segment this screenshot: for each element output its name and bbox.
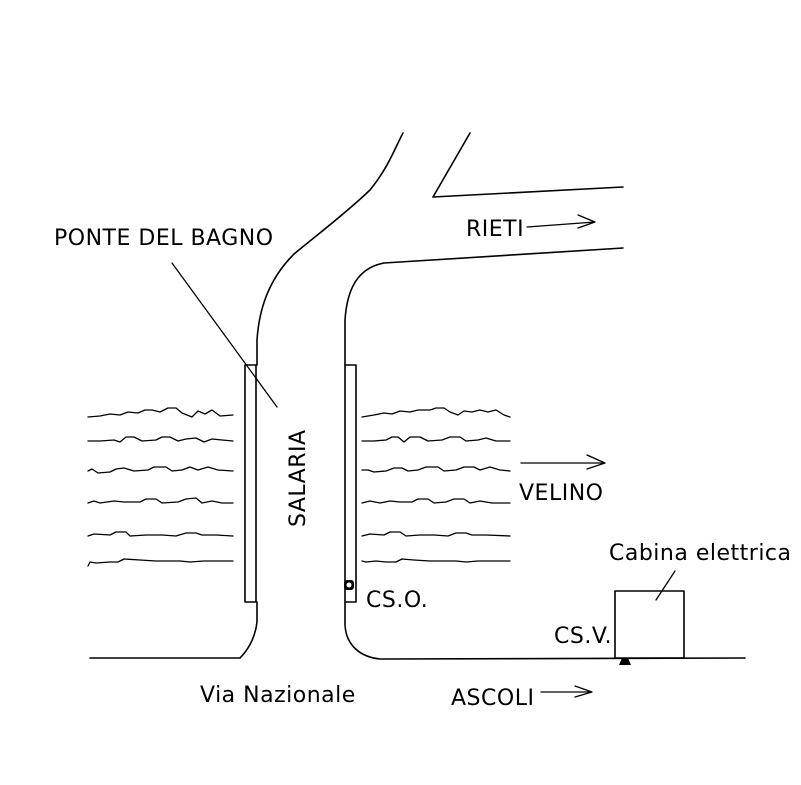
ascoli-arrow	[540, 685, 593, 698]
label-ascoli: ASCOLI	[451, 686, 534, 711]
label-velino: VELINO	[519, 481, 603, 506]
bridge-parapet-right	[344, 364, 357, 603]
cso-marker-icon	[344, 580, 354, 590]
road-left-edge	[256, 132, 404, 366]
label-rieti: RIETI	[466, 217, 524, 242]
ponte-del-bagno-leader	[171, 262, 278, 408]
cabina-leader	[655, 570, 676, 601]
label-ponte-del-bagno: PONTE DEL BAGNO	[54, 226, 274, 251]
road-left-lower-edge	[89, 601, 258, 659]
label-cabina-elettrica: Cabina elettrica	[609, 541, 792, 566]
river-velino-right	[361, 407, 511, 563]
road-right-edge	[344, 247, 624, 366]
road-right-lower-edge	[344, 601, 746, 660]
label-csv: CS.V.	[554, 624, 612, 649]
cabina-elettrica-box	[614, 590, 685, 659]
velino-flow-arrow	[520, 454, 606, 470]
csv-marker-icon	[619, 658, 631, 665]
label-salaria: SALARIA	[286, 429, 311, 527]
label-via-nazionale: Via Nazionale	[200, 683, 356, 708]
label-cso: CS.O.	[366, 588, 428, 613]
river-velino-left	[87, 407, 234, 567]
rieti-arrow	[526, 214, 596, 229]
road-rieti-branch	[432, 132, 624, 198]
bridge-parapet-left	[244, 364, 257, 603]
